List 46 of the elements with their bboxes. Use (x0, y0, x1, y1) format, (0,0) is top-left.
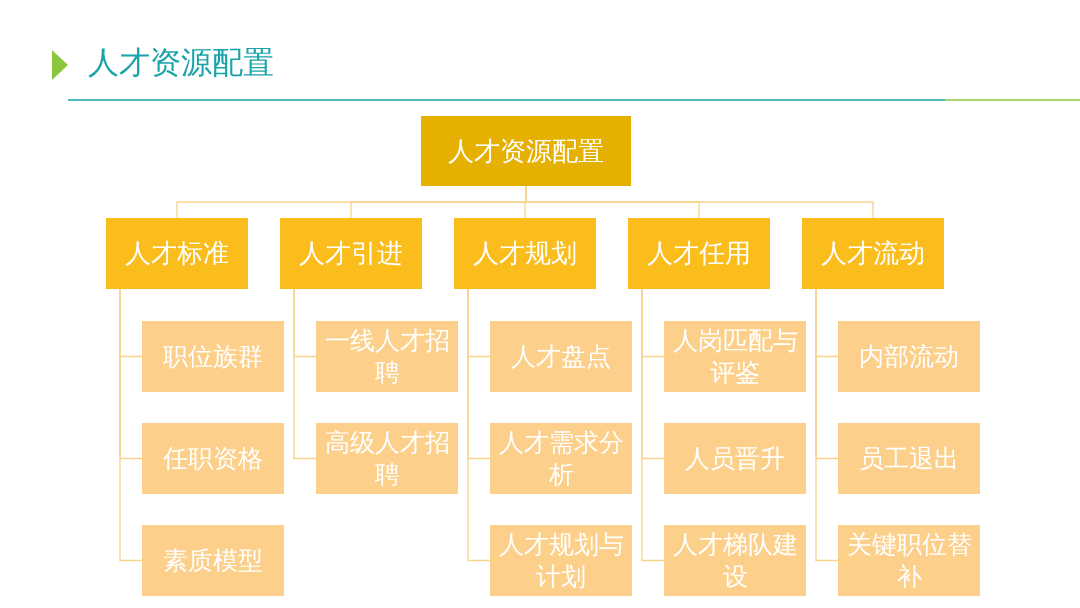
item-box (142, 423, 284, 494)
item-box (838, 423, 980, 494)
box-label: 人才资源配置 (448, 134, 604, 168)
box-label: 人才规划与计划 (497, 529, 625, 592)
box-label: 人才盘点 (511, 340, 611, 373)
title-box (421, 116, 631, 186)
connector-line (467, 288, 491, 562)
connector-line (641, 288, 665, 562)
box-label: 一线人才招聘 (323, 325, 451, 388)
box-label: 素质模型 (163, 544, 263, 577)
box-label: 人才引进 (299, 237, 403, 270)
box-label: 员工退出 (859, 442, 959, 475)
box-label: 人才流动 (821, 237, 925, 270)
box-label: 人才标准 (125, 237, 229, 270)
item-box (142, 525, 284, 596)
item-box (142, 321, 284, 392)
connector-line (815, 288, 839, 562)
page-title: 人才资源配置 (88, 43, 274, 82)
item-box (316, 423, 458, 494)
box-label: 人才规划 (473, 237, 577, 270)
item-box (490, 423, 632, 494)
item-box (316, 321, 458, 392)
category-box (454, 218, 596, 289)
box-label: 人才需求分析 (497, 427, 625, 490)
item-box (664, 525, 806, 596)
category-box (280, 218, 422, 289)
category-box (628, 218, 770, 289)
item-box (664, 321, 806, 392)
box-label: 关键职位替补 (845, 529, 973, 592)
box-label: 人员晋升 (685, 442, 785, 475)
box-label: 职位族群 (163, 340, 263, 373)
connector-line (293, 288, 317, 460)
box-label: 内部流动 (859, 340, 959, 373)
item-box (664, 423, 806, 494)
box-label: 人才梯队建设 (671, 529, 799, 592)
box-label: 人岗匹配与评鉴 (671, 325, 799, 388)
item-box (490, 321, 632, 392)
box-label: 任职资格 (163, 442, 263, 475)
item-box (838, 525, 980, 596)
box-label: 人才任用 (647, 237, 751, 270)
box-label: 高级人才招聘 (323, 427, 451, 490)
category-box (802, 218, 944, 289)
item-box (490, 525, 632, 596)
category-box (106, 218, 248, 289)
item-box (838, 321, 980, 392)
connector-line (119, 288, 143, 562)
